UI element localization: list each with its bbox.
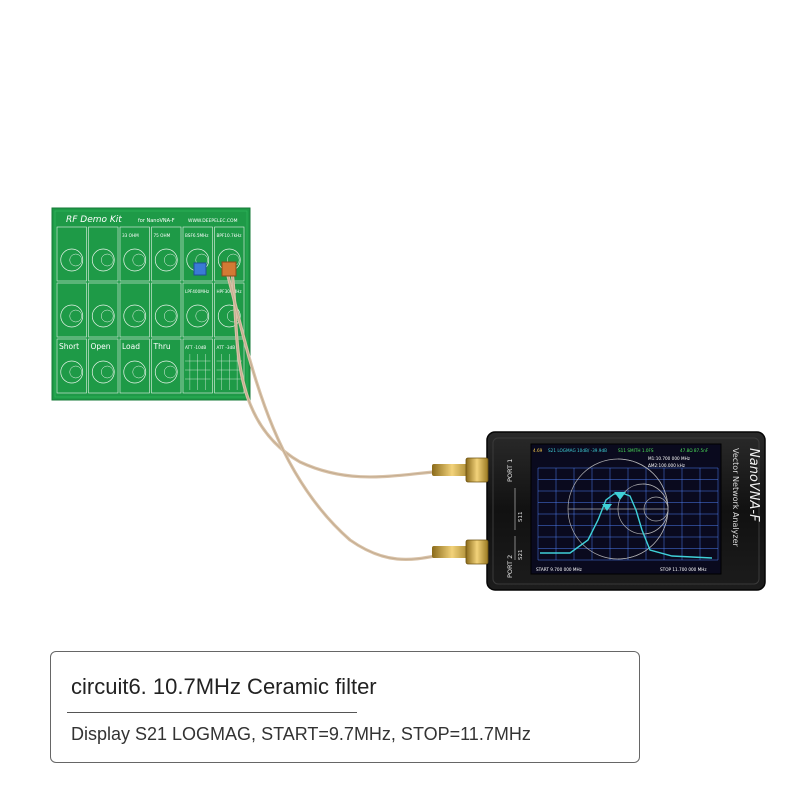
board-cell-label: 75 OHM [154, 233, 171, 238]
vna-screen: 4.69 S21 LOGMAG 10dB/ -39.9dB S11 SMITH … [530, 443, 722, 575]
port2-label: PORT 2 [506, 555, 514, 578]
board-cell: ATT -3dB [214, 338, 245, 394]
board-cell [151, 282, 182, 338]
board-cell: Thru [151, 338, 182, 394]
board-cell: BSF6.5MHz [182, 226, 213, 282]
screen-trace-s21: S21 LOGMAG 10dB/ -39.9dB [548, 448, 607, 453]
screen-marker-readout: 47.8Ω 87.5nF [680, 448, 709, 453]
board-cell-label: HPF300MHz [217, 289, 243, 294]
screen-trace-s11: S11 SMITH 1.0FS [618, 448, 654, 453]
caption-title: circuit6. 10.7MHz Ceramic filter [71, 674, 377, 699]
board-cell-label: Open [91, 342, 111, 351]
device-model-line: Vector Network Analyzer [731, 448, 740, 548]
screen-marker-freq: M1:10.700 000 MHz [648, 456, 691, 461]
board-cell [88, 226, 119, 282]
s11-label: S11 [518, 512, 524, 523]
caption-box: circuit6. 10.7MHz Ceramic filter Display… [50, 651, 640, 763]
caption-subtitle: Display S21 LOGMAG, START=9.7MHz, STOP=1… [71, 724, 531, 744]
board-cell [56, 226, 87, 282]
board-cell-label: 33 OHM [122, 233, 139, 238]
board-cell-label: ATT -3dB [217, 345, 236, 350]
board-cell: LPF400MHz [182, 282, 213, 338]
screen-stop: STOP 11.700 000 MHz [660, 567, 707, 572]
board-cell-label: BSF6.5MHz [185, 233, 209, 238]
board-cell-label: BPF10.7kHz [217, 233, 243, 238]
screen-marker-delta: ΔM2:100.000 kHz [648, 463, 686, 468]
marker-2-icon [602, 504, 612, 511]
screen-start: START 9.700 000 MHz [536, 567, 583, 572]
marker-1-icon [614, 492, 626, 500]
board-cell [56, 282, 87, 338]
board-cell-grid: 33 OHM 75 OHM BSF6.5MHz BPF10.7kHzLPF400MHz… [56, 226, 245, 394]
device-brand: NanoVNA-F [746, 448, 761, 522]
smith-chart [567, 458, 669, 560]
board-cell: ATT -10dB [182, 338, 213, 394]
sma-connector-orange [221, 261, 237, 277]
screen-top-left-value: 4.69 [533, 448, 543, 453]
board-cell-label: LPF400MHz [185, 289, 210, 294]
port1-connector [432, 457, 489, 483]
caption-divider [67, 712, 357, 713]
port2-connector [432, 539, 489, 565]
board-website: WWW.DEEPELEC.COM [188, 218, 238, 224]
board-cell-label: Thru [153, 342, 171, 351]
board-cell [88, 282, 119, 338]
board-cell: Open [88, 338, 119, 394]
rf-demo-kit-board: RF Demo Kit for NanoVNA-F WWW.DEEPELEC.C… [51, 207, 251, 401]
port1-label: PORT 1 [506, 459, 514, 482]
board-cell: 33 OHM [119, 226, 150, 282]
s21-label: S21 [518, 550, 524, 561]
board-cell: 75 OHM [151, 226, 182, 282]
board-subtitle: for NanoVNA-F [138, 218, 175, 224]
board-cell-label: ATT -10dB [185, 345, 206, 350]
board-cell [119, 282, 150, 338]
board-cell-label: Short [59, 342, 79, 351]
nanovna-device: PORT 1 PORT 2 S11 S21 NanoVNA-F Vector N… [432, 431, 766, 591]
sma-connector-blue [193, 262, 207, 276]
board-cell-label: Load [122, 342, 140, 351]
board-title: RF Demo Kit [66, 215, 122, 225]
coax-cables [225, 270, 470, 562]
board-cell: Load [119, 338, 150, 394]
board-cell: Short [56, 338, 87, 394]
